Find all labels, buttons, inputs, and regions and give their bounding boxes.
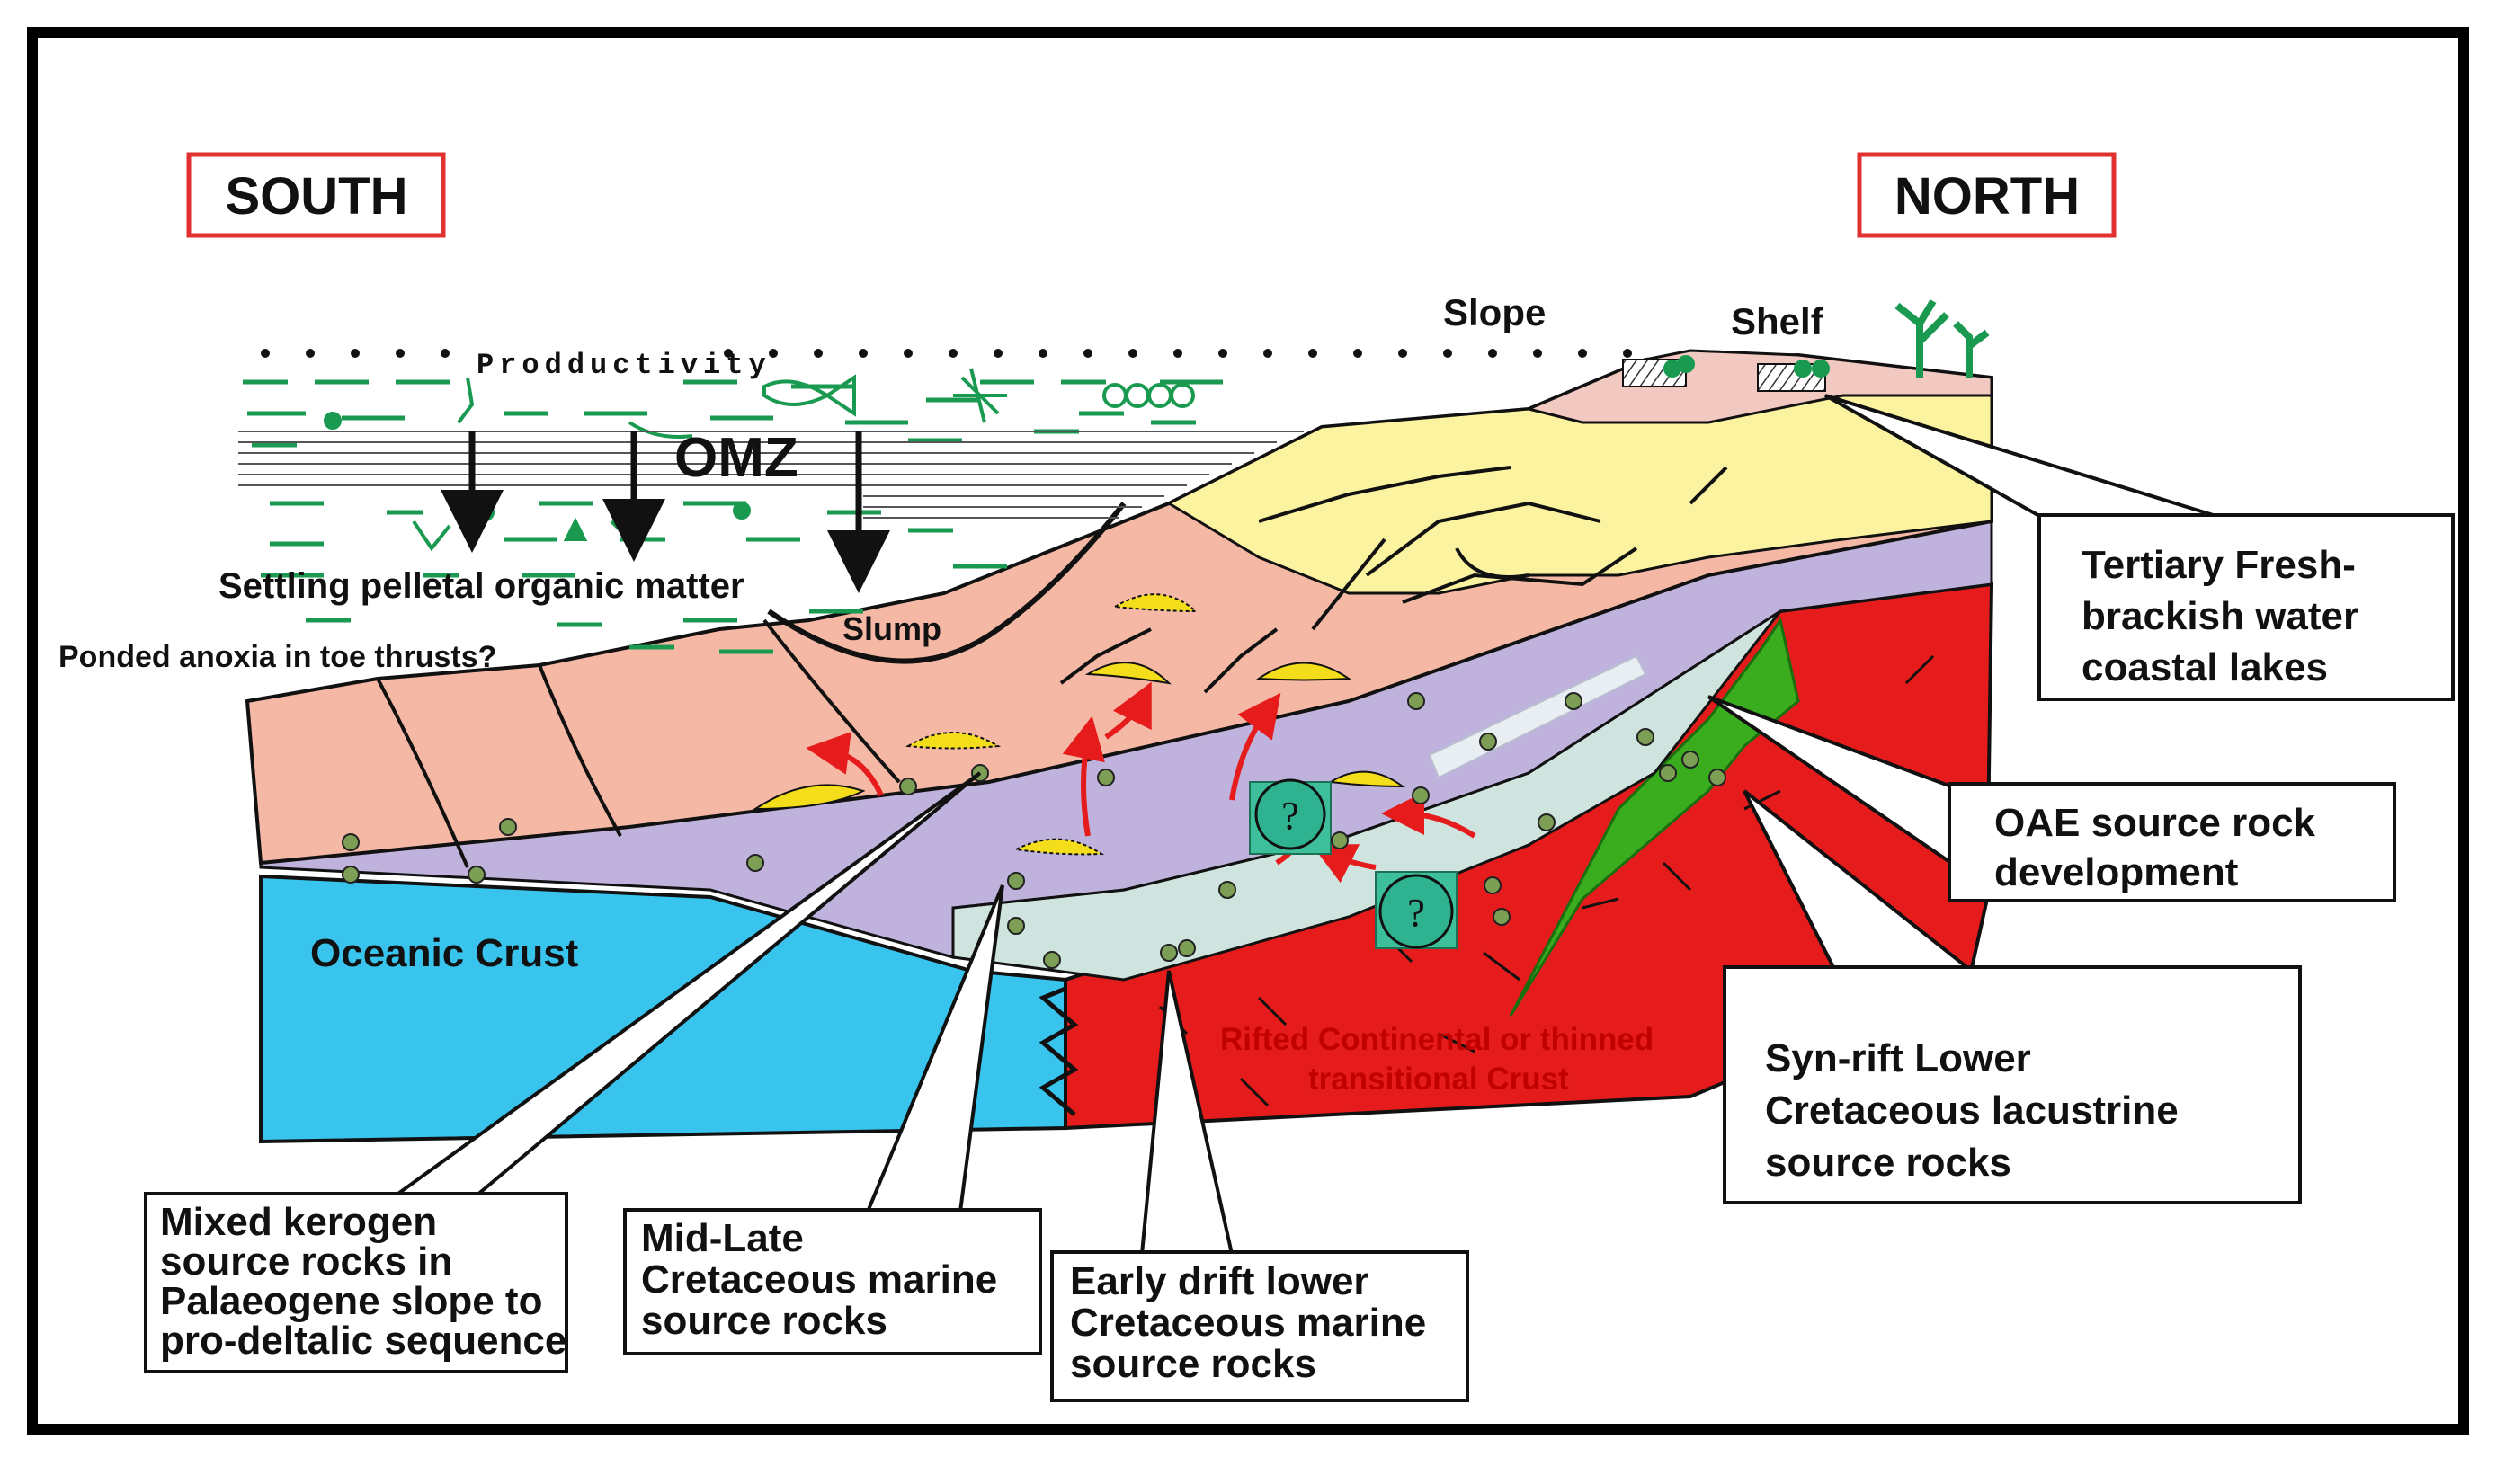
- question-mark-1: ?: [1281, 794, 1299, 838]
- zigzag-contact: [1039, 986, 1079, 1116]
- source-rock-symbols: [342, 692, 1726, 969]
- shelf-plants: [1894, 298, 1990, 378]
- omz-lines: [238, 431, 1304, 519]
- oae-callout-box: [1948, 782, 2396, 902]
- settling-label: Settling pelletal organic matter: [218, 566, 744, 606]
- productivity-label: Prodductivity: [477, 349, 771, 382]
- ponded-label: Ponded anoxia in toe thrusts?: [58, 640, 496, 674]
- fault-lines: [376, 466, 1728, 868]
- shelf-organisms: [1663, 355, 1830, 378]
- slump-label: Slump: [842, 610, 941, 647]
- shelf-label: Shelf: [1731, 300, 1824, 342]
- south-label: SOUTH: [226, 167, 408, 226]
- early-callout-text: Early drift lower Cretaceous marine sour…: [1070, 1259, 1437, 1386]
- settling-arrows: [441, 431, 890, 593]
- synrift-callout-box: [1723, 965, 2302, 1204]
- oceanic-crust-label: Oceanic Crust: [310, 931, 579, 975]
- early-callout-box: [1050, 1250, 1469, 1402]
- mixed-callout-text: Mixed kerogen source rocks in Palaeogene…: [160, 1200, 566, 1363]
- midlate-callout-text: Mid-Late Cretaceous marine source rocks: [641, 1216, 1008, 1343]
- tertiary-callout-text: Tertiary Fresh- brackish water coastal l…: [2082, 543, 2369, 689]
- north-box: [1857, 152, 2117, 238]
- oae-callout-text: OAE source rock development: [1994, 801, 2326, 894]
- south-box: [186, 152, 446, 238]
- tertiary-callout-box: [2037, 513, 2455, 701]
- rifted-crust-line2: transitional Crust: [1308, 1062, 1569, 1097]
- synrift-callout-text: Syn-rift Lower Cretaceous lacustrine sou…: [1765, 1036, 2189, 1185]
- marine-organic-dashes: [243, 379, 1223, 654]
- slope-label: Slope: [1443, 291, 1546, 333]
- midlate-callout-box: [623, 1208, 1042, 1355]
- uncertain-source-box-1: ?: [1249, 778, 1332, 855]
- reservoir-lenses: [752, 593, 1406, 856]
- productivity-dots: [261, 349, 1632, 358]
- synrift-green-wedge: [1509, 617, 1800, 1017]
- question-mark-2: ?: [1407, 891, 1425, 935]
- mixed-callout-box: [144, 1192, 568, 1373]
- omz-label: OMZ: [674, 427, 798, 489]
- uncertain-source-box-2: ?: [1375, 871, 1458, 949]
- migration-arrows: [806, 681, 1476, 884]
- rifted-crust-line1: Rifted Continental or thinned: [1220, 1022, 1654, 1057]
- north-label: NORTH: [1894, 167, 2080, 226]
